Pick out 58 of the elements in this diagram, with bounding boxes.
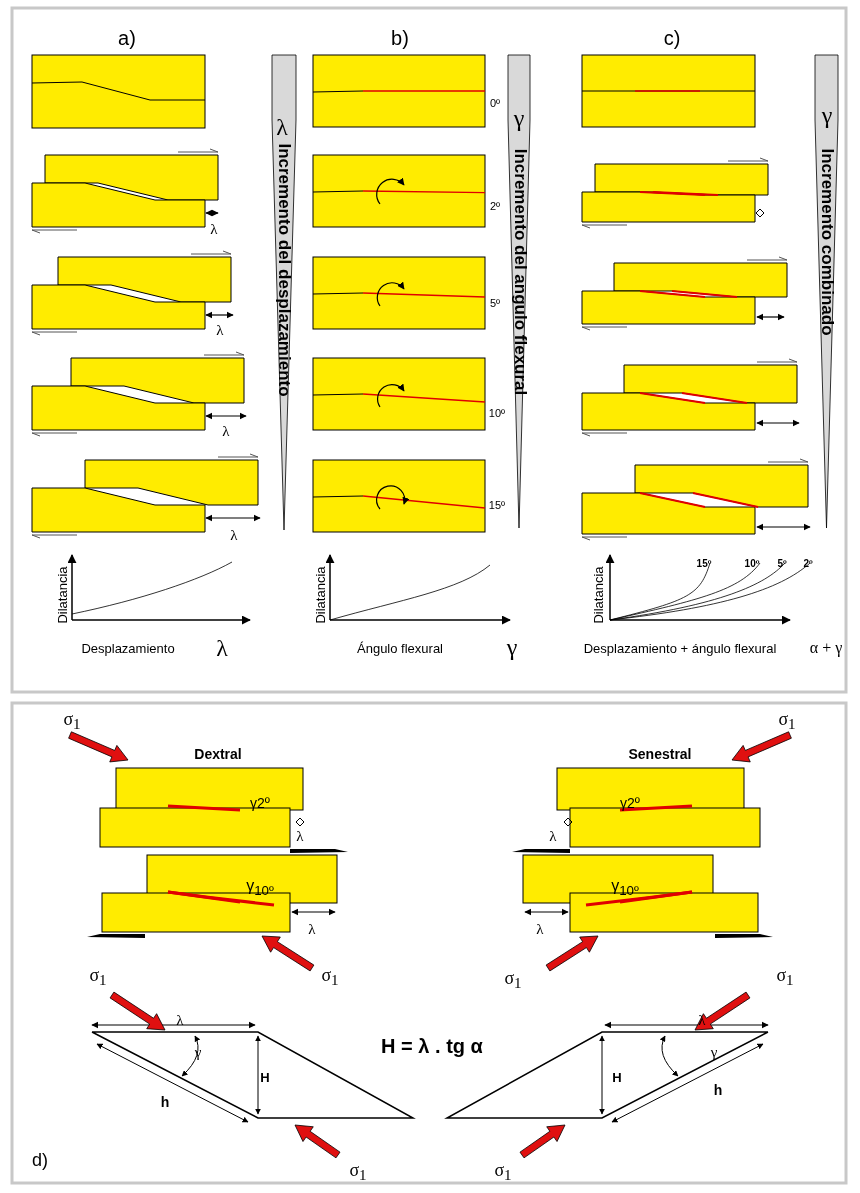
symbol-label: λ: [308, 921, 316, 937]
symbol-label: σ$_{1}$: [776, 965, 794, 989]
panel-letter: c): [663, 28, 681, 48]
heading: Senestral: [628, 747, 692, 761]
symbol-label: γ: [194, 1044, 202, 1060]
symbol-label: λ: [210, 221, 218, 237]
axis-title: Desplazamiento: [81, 641, 175, 655]
panel-letter: b): [391, 28, 409, 48]
symbol-label: σ$_{1}$: [494, 1160, 512, 1184]
symbol-label: γ: [506, 635, 518, 659]
panel-letter: d): [32, 1151, 48, 1169]
axis-title: Ángulo flexural: [357, 641, 443, 655]
symbol-label: σ$_{1}$: [504, 968, 522, 992]
angle-label: 0º: [489, 97, 501, 109]
axis-title: Incremento combinado: [818, 148, 836, 336]
symbol-label: γ: [821, 103, 833, 127]
angle-label: 5º: [489, 297, 501, 309]
symbol-label: γ2º: [250, 796, 270, 810]
symbol-label: σ$_{1}$: [778, 709, 796, 733]
symbol-label: λ: [296, 828, 304, 844]
symbol-label: λ: [276, 115, 288, 139]
angle-label: 10º: [488, 407, 506, 419]
axis-title: Dilatancia: [591, 566, 605, 624]
symbol-label: H: [260, 1070, 270, 1084]
symbol-label: σ$_{1}$: [349, 1160, 367, 1184]
symbol-label: λ: [216, 636, 228, 660]
symbol-label: λ: [176, 1012, 184, 1028]
symbol-label: σ$_{1}$: [321, 965, 339, 989]
symbol-label: λ: [216, 322, 224, 338]
panel-letter: a): [118, 28, 136, 48]
curve-label: 2º: [803, 559, 813, 569]
axis-title: Incremento del angulo flexural: [511, 148, 529, 396]
symbol-label: H: [612, 1070, 622, 1084]
angle-label: 2º: [489, 200, 501, 212]
symbol-label: γ$_{10º}$: [246, 878, 274, 898]
symbol-label: γ$_{10º}$: [611, 878, 639, 898]
symbol-label: λ: [698, 1012, 706, 1028]
symbol-label: λ: [536, 921, 544, 937]
symbol-label: α + γ: [809, 640, 843, 656]
symbol-label: γ2º: [620, 796, 640, 810]
symbol-label: h: [713, 1083, 723, 1097]
symbol-label: σ$_{1}$: [63, 709, 81, 733]
symbol-label: λ: [549, 828, 557, 844]
angle-label: 15º: [488, 499, 506, 511]
axis-title: Dilatancia: [55, 566, 69, 624]
axis-title: Desplazamiento + ángulo flexural: [583, 641, 777, 655]
curve-label: 5º: [777, 559, 787, 569]
curve-label: 15º: [696, 559, 712, 569]
formula: H = λ . tg α: [381, 1036, 483, 1056]
axis-title: Incremento del desplazamiento: [275, 143, 293, 397]
symbol-label: σ$_{1}$: [89, 965, 107, 989]
symbol-label: λ: [230, 527, 238, 543]
axis-title: Dilatancia: [313, 566, 327, 624]
symbol-label: γ: [513, 106, 525, 130]
heading: Dextral: [194, 747, 242, 761]
symbol-label: λ: [222, 423, 230, 439]
symbol-label: h: [160, 1095, 170, 1109]
curve-label: 10º: [744, 559, 760, 569]
